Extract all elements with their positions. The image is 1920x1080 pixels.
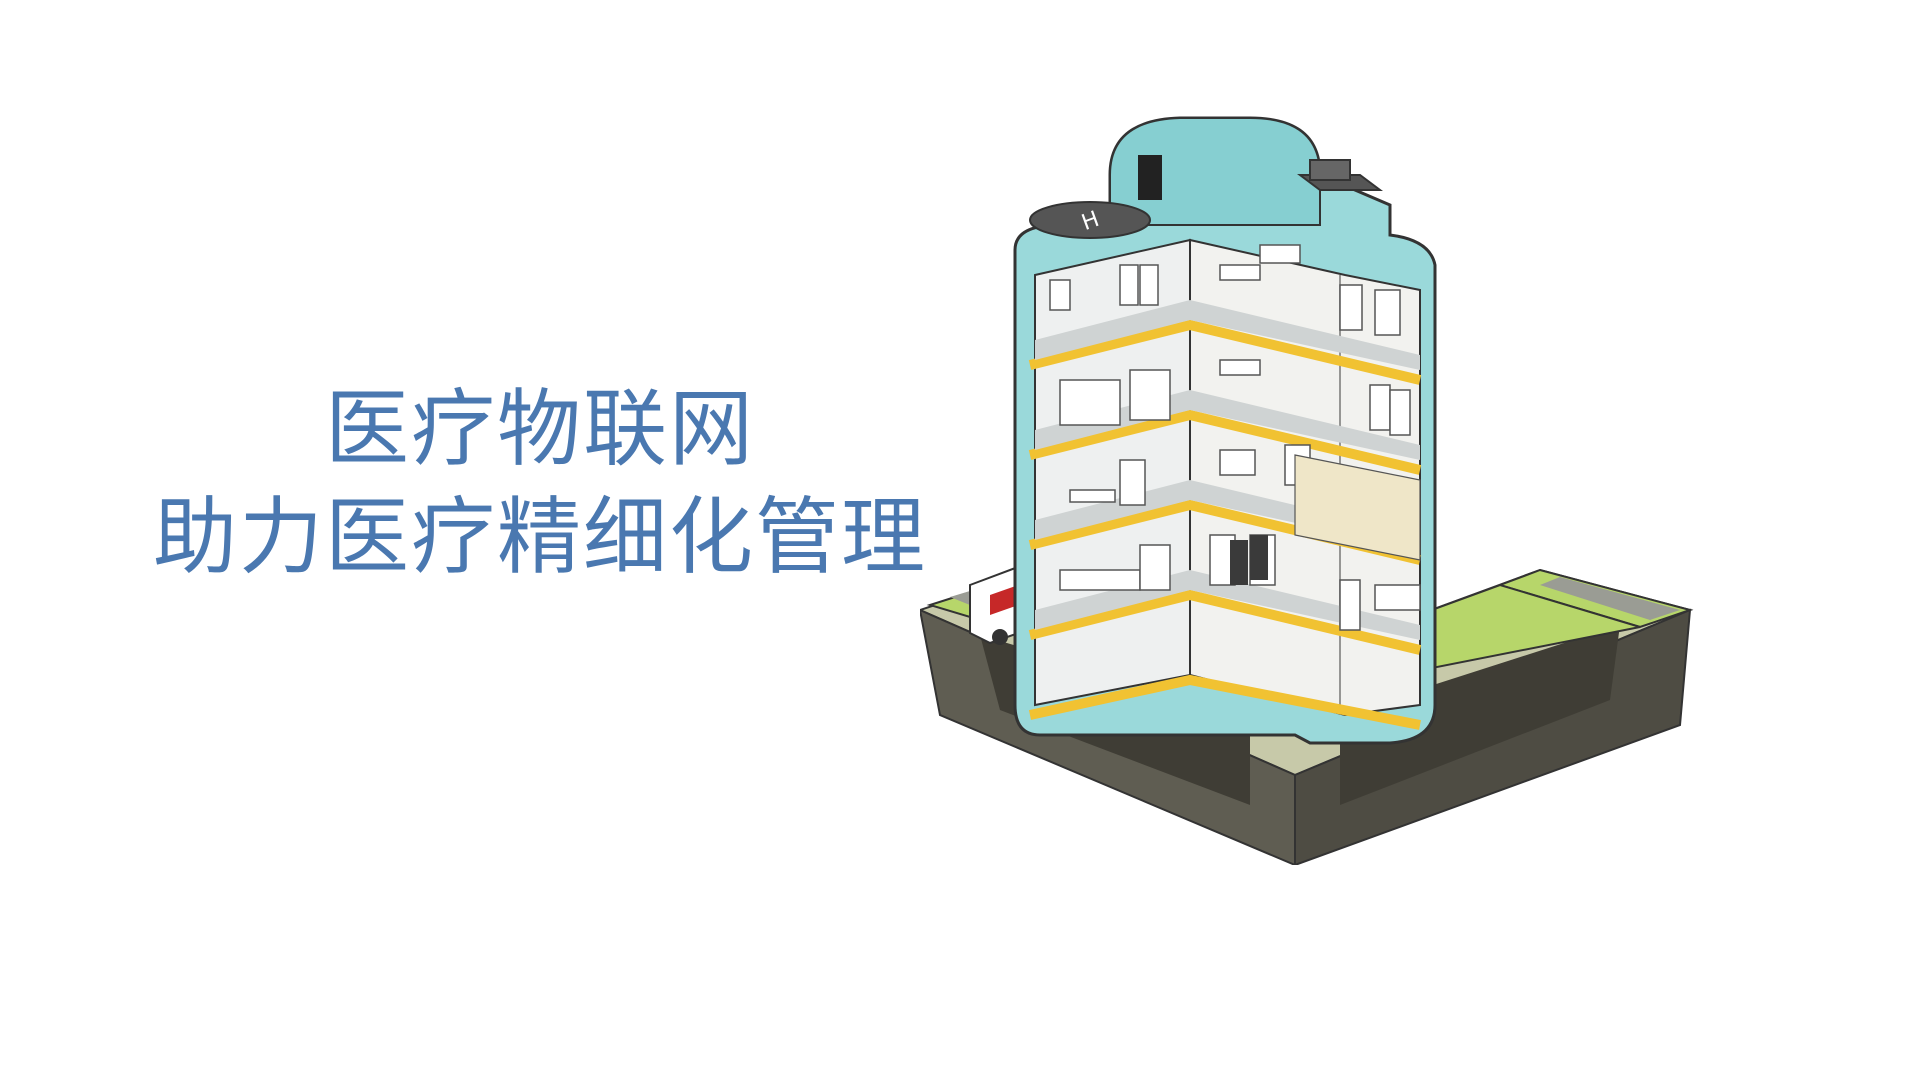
hospital-cutaway-illustration: H (920, 116, 1694, 865)
slide-title: 医疗物联网 (324, 380, 755, 478)
building-interior (1028, 238, 1422, 730)
slide-subtitle: 助力医疗精细化管理 (152, 488, 927, 586)
hospital-illustration: H (920, 115, 1800, 865)
title-block: 医疗物联网 助力医疗精细化管理 (100, 375, 980, 591)
